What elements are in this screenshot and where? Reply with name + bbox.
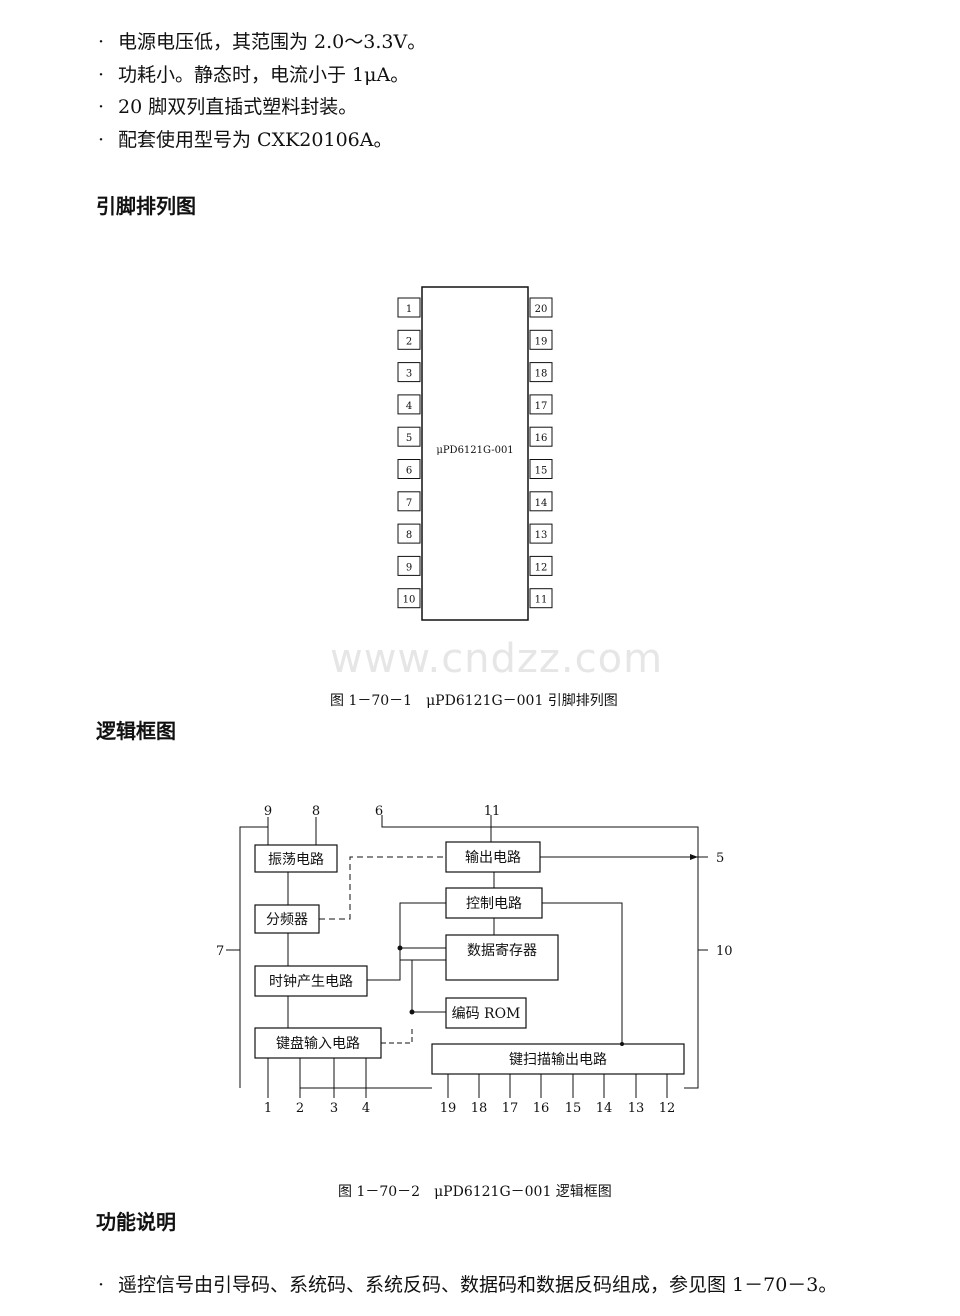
right-pin-group: 20 19 18 17 16 15 14 13 12 11 bbox=[529, 297, 553, 609]
control-block bbox=[445, 887, 543, 919]
pin-label: 8 bbox=[312, 804, 320, 819]
pin-number: 5 bbox=[406, 433, 412, 444]
pin-label: 19 bbox=[440, 1101, 457, 1116]
oscillator-block bbox=[254, 844, 338, 873]
pin-box bbox=[529, 491, 553, 512]
pin-label: 10 bbox=[716, 944, 733, 959]
clock-gen-label: 时钟产生电路 bbox=[269, 973, 353, 990]
pin-number: 8 bbox=[406, 530, 412, 541]
pin-number: 16 bbox=[535, 433, 548, 444]
pin-label: 16 bbox=[533, 1101, 550, 1116]
pin-number: 10 bbox=[403, 595, 416, 606]
pin-box bbox=[397, 588, 421, 609]
pin-number: 1 bbox=[406, 304, 412, 315]
divider-label: 分频器 bbox=[266, 912, 308, 928]
pin-label: 11 bbox=[484, 804, 501, 819]
encode-rom-block bbox=[445, 997, 527, 1029]
pinout-caption: 图 1－70－1 μPD6121G－001 引脚排列图 bbox=[330, 693, 618, 709]
pin-box bbox=[529, 329, 553, 350]
feature-item: ·电源电压低，其范围为 2.0～3.3V。 bbox=[98, 31, 427, 53]
logic-caption: 图 1－70－2 μPD6121G－001 逻辑框图 bbox=[338, 1184, 612, 1200]
key-scan-output-label: 键扫描输出电路 bbox=[509, 1052, 607, 1068]
pin-box bbox=[529, 555, 553, 576]
function-heading: 功能说明 bbox=[96, 1210, 176, 1234]
pin-box bbox=[397, 297, 421, 318]
pin-box bbox=[397, 426, 421, 447]
pin-label: 13 bbox=[628, 1101, 645, 1116]
data-register-block bbox=[445, 934, 559, 981]
pin-box bbox=[397, 329, 421, 350]
pin-label: 14 bbox=[596, 1101, 613, 1116]
output-label: 输出电路 bbox=[465, 850, 521, 866]
key-input-label: 键盘输入电路 bbox=[276, 1035, 360, 1052]
pin-number: 3 bbox=[406, 369, 412, 380]
feature-item: ·配套使用型号为 CXK20106A。 bbox=[98, 129, 393, 151]
pin-label: 15 bbox=[565, 1101, 582, 1116]
key-input-block bbox=[254, 1027, 382, 1059]
pin-number: 18 bbox=[535, 369, 548, 380]
pin-box bbox=[529, 588, 553, 609]
divider-block bbox=[254, 904, 320, 934]
pin-box bbox=[529, 459, 553, 479]
clock-gen-block bbox=[254, 965, 368, 997]
pin-label: 6 bbox=[375, 804, 383, 819]
pin-box bbox=[397, 523, 421, 544]
watermark: www.cndzz.com bbox=[330, 636, 664, 682]
pin-label: 7 bbox=[216, 944, 224, 959]
pin-label: 12 bbox=[659, 1101, 676, 1116]
output-block bbox=[445, 841, 541, 873]
pin-box bbox=[529, 394, 553, 415]
pin-box bbox=[397, 394, 421, 415]
feature-item: ·20 脚双列直插式塑料封装。 bbox=[98, 96, 358, 118]
pin-box bbox=[397, 491, 421, 512]
pin-number: 6 bbox=[406, 466, 412, 477]
pin-number: 9 bbox=[406, 562, 412, 573]
pin-label: 18 bbox=[471, 1101, 488, 1116]
pin-box bbox=[397, 362, 421, 383]
feature-item: ·功耗小。静态时，电流小于 1μA。 bbox=[98, 64, 410, 86]
pin-label: 3 bbox=[330, 1101, 338, 1116]
pin-box bbox=[529, 426, 553, 447]
pin-label: 9 bbox=[264, 804, 272, 819]
data-register-label: 数据寄存器 bbox=[467, 942, 537, 959]
pin-number: 13 bbox=[535, 530, 548, 541]
pin-number: 11 bbox=[535, 595, 548, 606]
pin-box bbox=[397, 459, 421, 479]
chip-label: μPD6121G-001 bbox=[436, 445, 513, 456]
pin-number: 20 bbox=[535, 304, 548, 315]
pin-number: 12 bbox=[535, 562, 548, 573]
pin-number: 7 bbox=[406, 498, 412, 509]
pinout-heading: 引脚排列图 bbox=[96, 194, 196, 218]
pin-number: 17 bbox=[535, 401, 548, 412]
function-text: ·遥控信号由引导码、系统码、系统反码、数据码和数据反码组成，参见图 1－70－3… bbox=[98, 1274, 838, 1296]
control-label: 控制电路 bbox=[466, 896, 522, 912]
pin-label: 1 bbox=[264, 1101, 272, 1116]
pin-box bbox=[529, 523, 553, 544]
logic-heading: 逻辑框图 bbox=[96, 719, 176, 743]
pin-number: 4 bbox=[406, 401, 412, 412]
pin-label: 4 bbox=[362, 1101, 370, 1116]
pin-number: 14 bbox=[535, 498, 548, 509]
pin-number: 19 bbox=[535, 336, 548, 347]
pin-number: 15 bbox=[535, 466, 548, 477]
key-scan-output-block bbox=[431, 1043, 685, 1075]
pin-label: 17 bbox=[502, 1101, 519, 1116]
chip-body bbox=[421, 286, 529, 621]
encode-rom-label: 编码 ROM bbox=[452, 1006, 521, 1022]
left-pin-group: 1 2 3 4 5 6 7 8 9 10 bbox=[397, 297, 421, 609]
pin-label: 5 bbox=[716, 851, 724, 866]
oscillator-label: 振荡电路 bbox=[268, 852, 324, 868]
pin-box bbox=[397, 555, 421, 576]
pin-number: 2 bbox=[406, 336, 412, 347]
pin-box bbox=[529, 297, 553, 318]
pin-label: 2 bbox=[296, 1101, 304, 1116]
pin-box bbox=[529, 362, 553, 383]
